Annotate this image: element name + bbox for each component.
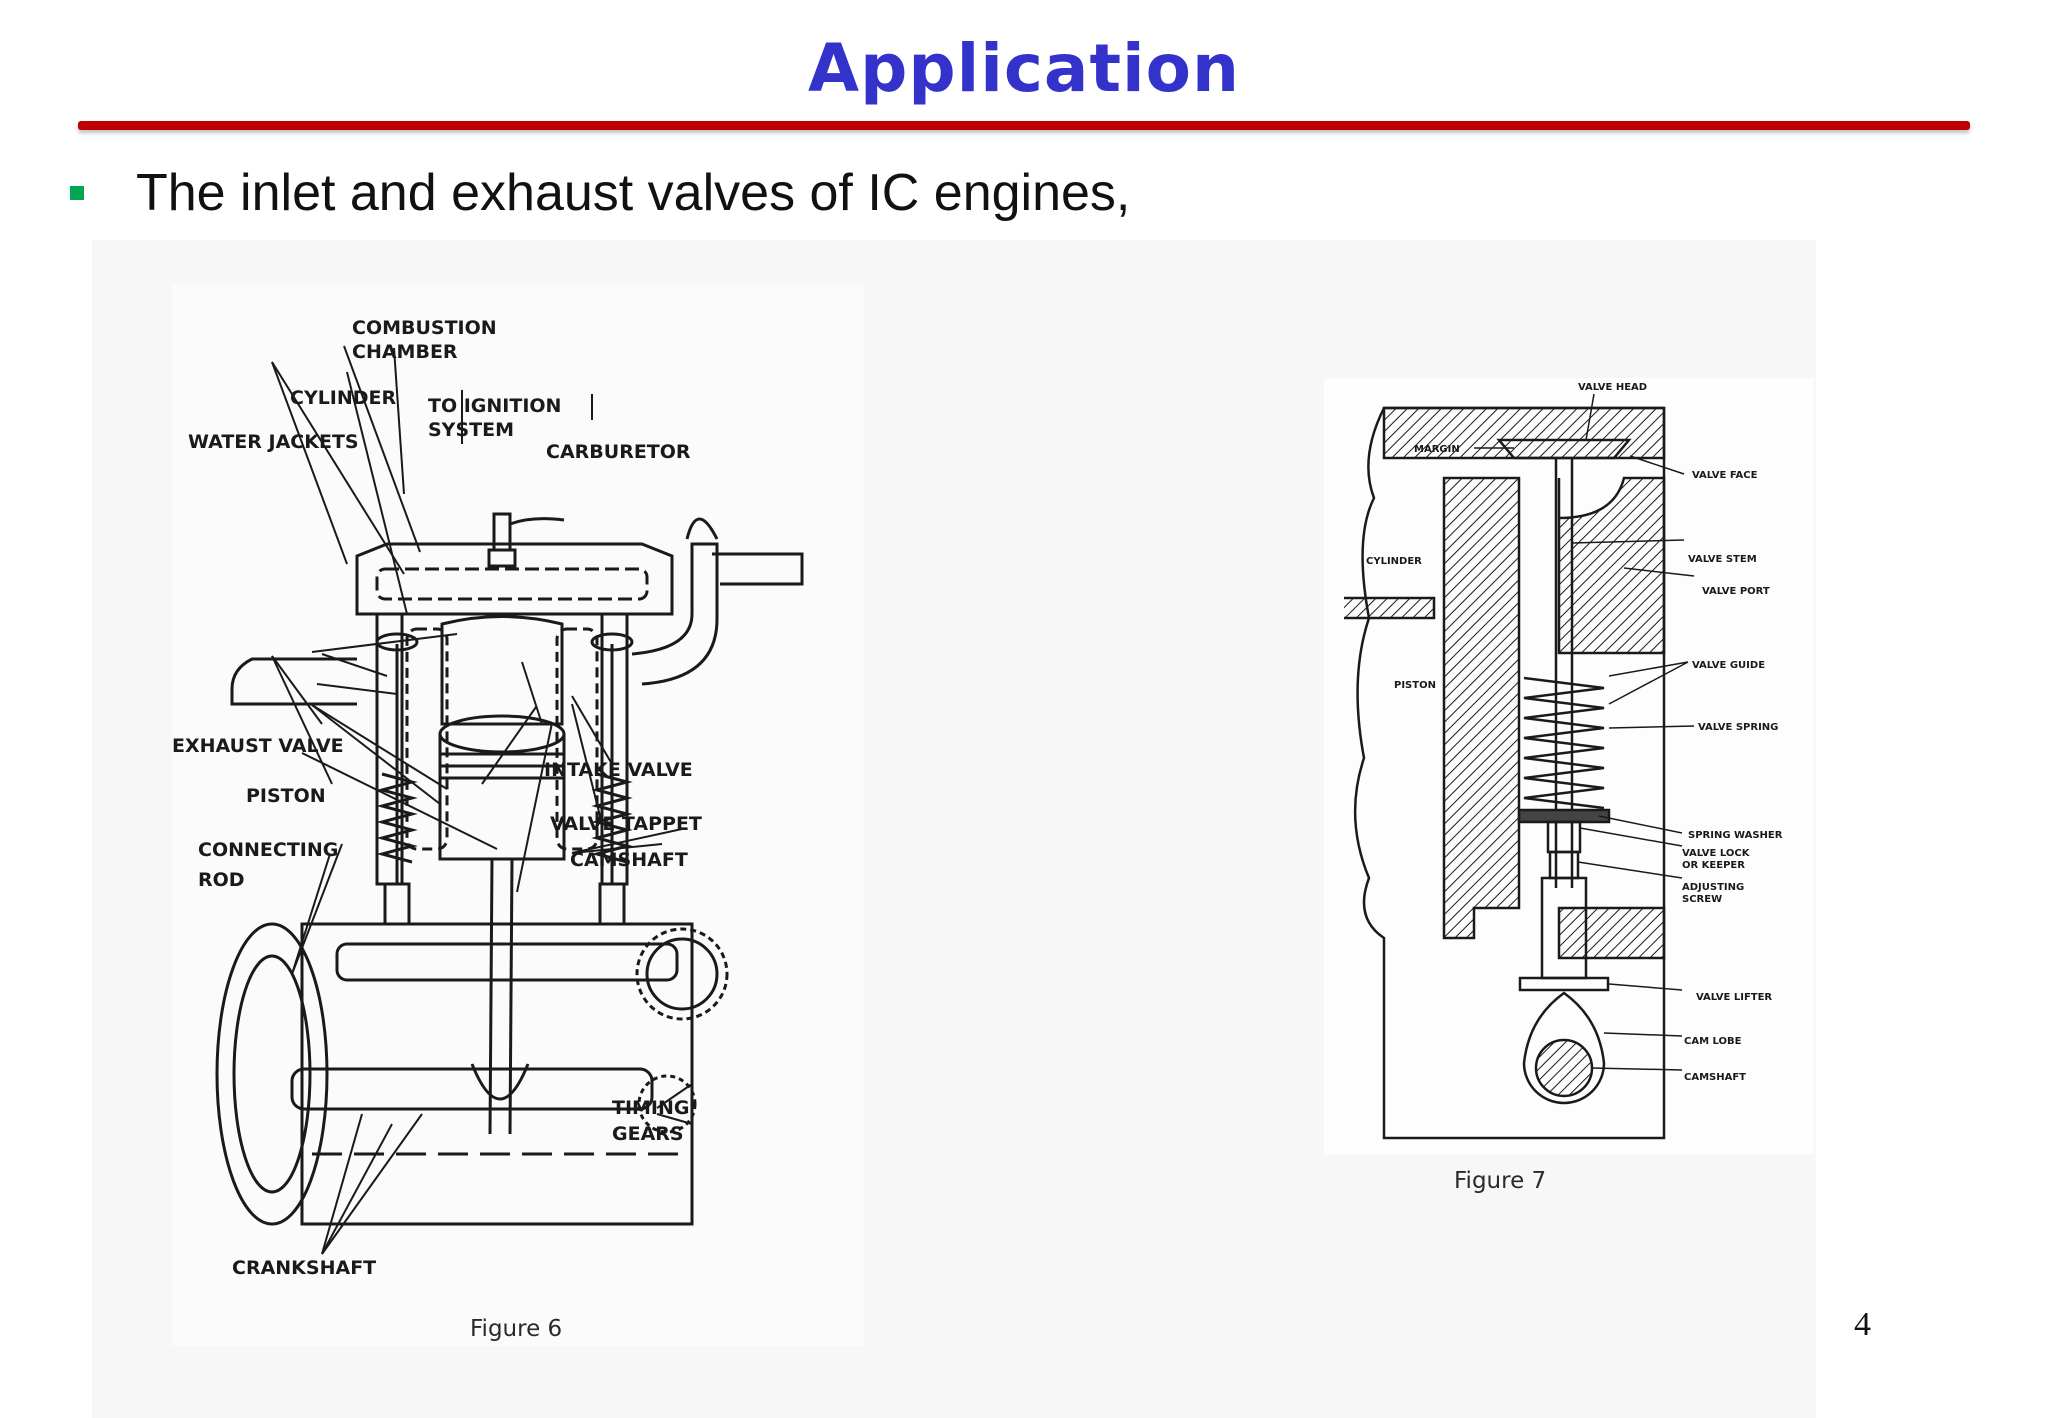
label-carburetor: CARBURETOR [546,441,691,463]
bullet-text: The inlet and exhaust valves of IC engin… [136,164,1131,222]
figure-7-caption: Figure 7 [1454,1168,1547,1194]
cylinder-head-section [1382,406,1666,460]
engine-block-outline [1353,406,1666,1140]
valve-section-diagram: VALVE HEAD MARGIN VALVE FACE CYLINDER VA… [1344,382,1783,1140]
exhaust-valve-head [375,632,419,652]
label-water-jackets: WATER JACKETS [188,431,359,453]
piston-top [438,714,566,754]
label-valve-stem: VALVE STEM [1688,554,1757,565]
label-cylinder: CYLINDER [1366,556,1422,567]
right-port-wall [1557,476,1666,655]
engine-diagram: COMBUSTION CHAMBER CYLINDER TO IGNITION … [172,317,804,1279]
intake-tappet [598,882,626,926]
slide-title: Application [808,30,1240,107]
label-margin: MARGIN [1414,444,1460,455]
intake-valve-head [590,632,634,652]
camshaft-bar [335,942,679,982]
cylinder-head [355,542,674,616]
figure-7-valve-section: VALVE HEAD MARGIN VALVE FACE CYLINDER VA… [1324,378,1814,1154]
lower-guide-wall [1557,906,1666,960]
label-valve-lock-1: VALVE LOCK [1682,848,1751,859]
label-camshaft: CAMSHAFT [1684,1072,1746,1083]
label-valve-guide: VALVE GUIDE [1692,660,1765,671]
cylinder-wall-band [1344,596,1436,620]
spark-plug-base [487,548,517,568]
label-piston: PISTON [1394,680,1436,691]
label-valve-head: VALVE HEAD [1578,382,1647,393]
page-number: 4 [1854,1306,1871,1343]
intake-manifold [631,542,719,686]
left-port-wall [1442,476,1521,940]
crank-timing-gear [637,1074,697,1134]
figure-6-engine-cutaway: COMBUSTION CHAMBER CYLINDER TO IGNITION … [172,284,864,1346]
label-valve-lifter: VALVE LIFTER [1696,992,1772,1003]
ignition-wire [509,517,565,526]
leader-lines [271,345,683,975]
exhaust-valve-spring [376,772,418,864]
label-camshaft: CAMSHAFT [570,849,688,871]
cam-timing-gear-inner [645,937,719,1011]
spring-washer [1517,808,1611,824]
valve-spring [1523,676,1605,810]
label-combustion-chamber-2: CHAMBER [352,341,458,363]
label-intake-valve: INTAKE VALVE [544,759,693,781]
label-adjusting-screw-1: ADJUSTING [1682,882,1744,893]
carburetor-air-inlet [712,552,804,586]
connecting-rod-left [488,858,494,1135]
label-connecting-rod-1: CONNECTING [198,839,338,861]
exhaust-pipe [230,657,357,706]
carburetor-venturi [685,517,719,540]
label-ignition-1: TO IGNITION [428,395,561,417]
label-connecting-rod-2: ROD [198,869,245,891]
valve-lifter-foot [1518,976,1610,992]
label-valve-face: VALVE FACE [1692,470,1758,481]
combustion-chamber [440,615,564,726]
label-adjusting-screw-2: SCREW [1682,894,1722,905]
left-water-jacket [405,627,449,851]
adjusting-screw [1548,850,1580,880]
crank-throw [470,1063,530,1101]
label-valve-port: VALVE PORT [1702,586,1770,597]
valve-leader-lines [1474,393,1695,1071]
label-valve-spring: VALVE SPRING [1698,722,1778,733]
label-exhaust-valve: EXHAUST VALVE [172,735,344,757]
label-spring-washer: SPRING WASHER [1688,830,1783,841]
cam-lobe [1522,991,1606,1105]
label-valve-tappet: VALVE TAPPET [550,813,702,835]
head-water-jacket [375,567,649,601]
square-bullet-icon [70,186,84,200]
camshaft-section [1534,1038,1594,1098]
crankcase [300,922,694,1226]
connecting-rod-right [508,858,514,1135]
valve-head [1496,438,1632,460]
label-timing-gears-2: GEARS [612,1123,684,1145]
crankshaft-bar [290,1067,654,1111]
label-ignition-2: SYSTEM [428,419,514,441]
label-valve-lock-2: OR KEEPER [1682,860,1745,871]
exhaust-tappet [383,882,411,926]
flywheel [215,922,329,1226]
label-combustion-chamber-1: COMBUSTION [352,317,497,339]
valve-keeper [1546,820,1582,854]
title-divider [78,121,1970,130]
piston-body [438,734,566,861]
label-cam-lobe: CAM LOBE [1684,1036,1742,1047]
bullet-item: The inlet and exhaust valves of IC engin… [70,158,1130,228]
label-piston: PISTON [246,785,326,807]
label-timing-gears-1: TIMING [612,1097,690,1119]
label-cylinder: CYLINDER [290,387,397,409]
label-crankshaft: CRANKSHAFT [232,1257,376,1279]
cam-timing-gear [635,927,729,1021]
flywheel-inner [232,954,312,1194]
figure-6-caption: Figure 6 [470,1316,563,1342]
